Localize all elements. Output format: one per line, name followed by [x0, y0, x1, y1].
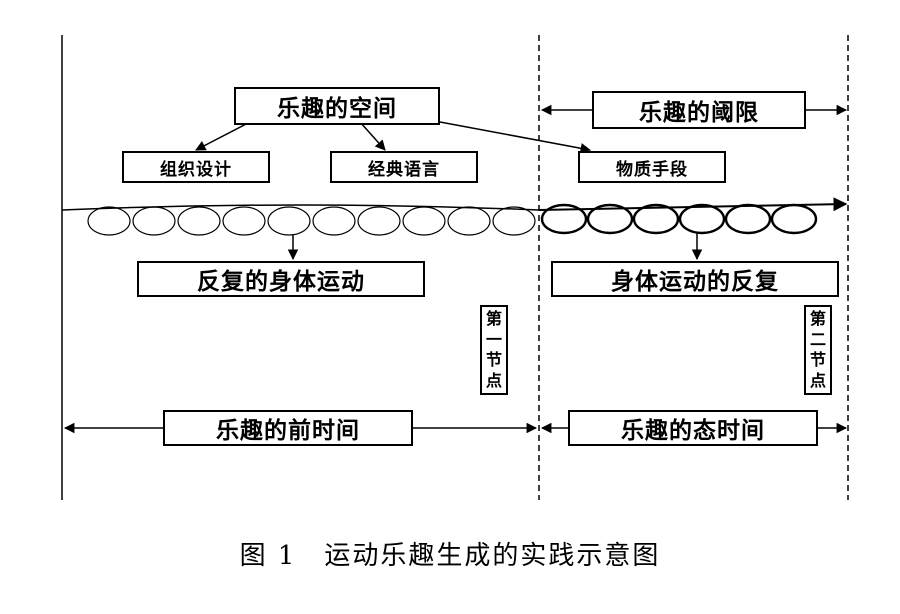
- coil-loop: [312, 206, 356, 236]
- coil-loop: [447, 206, 491, 236]
- coil-loop: [586, 203, 634, 235]
- pre-time-box: 乐趣的前时间: [163, 410, 413, 446]
- coil-loop: [678, 203, 726, 235]
- coil-loop: [132, 206, 176, 236]
- coil-loop: [222, 206, 266, 236]
- coil-loop: [770, 203, 818, 235]
- repeated-motion-box: 反复的身体运动: [137, 261, 425, 297]
- coil-loop: [724, 203, 772, 235]
- second-node-char-1: 第: [809, 309, 826, 329]
- fun-space-box: 乐趣的空间: [234, 87, 440, 125]
- first-node-char-4: 点: [485, 370, 502, 390]
- arrow-to-material-means: [439, 121, 592, 154]
- arrow-to-org-design: [195, 121, 251, 151]
- coil-group-thin: [87, 206, 536, 236]
- state-time-box: 乐趣的态时间: [568, 410, 818, 446]
- first-node-char-1: 第: [485, 309, 502, 329]
- first-node-box: 第 一 节 点: [480, 305, 508, 395]
- coil-loop: [87, 206, 131, 236]
- fun-threshold-box: 乐趣的阈限: [592, 91, 806, 129]
- motion-repetition-box: 身体运动的反复: [551, 261, 839, 297]
- coil-loop: [357, 206, 401, 236]
- coil-loop: [267, 206, 311, 236]
- second-node-char-3: 节: [809, 350, 826, 370]
- coil-loop: [402, 206, 446, 236]
- first-node-char-3: 节: [485, 350, 502, 370]
- arrow-to-classic-language: [359, 121, 386, 151]
- material-means-box: 物质手段: [578, 151, 726, 183]
- second-node-box: 第 二 节 点: [804, 305, 832, 395]
- figure-caption: 图 1 运动乐趣生成的实践示意图: [239, 541, 661, 571]
- classic-language-box: 经典语言: [330, 151, 478, 183]
- first-node-char-2: 一: [485, 329, 502, 349]
- coil-loop: [540, 203, 588, 235]
- org-design-box: 组织设计: [122, 151, 270, 183]
- coil-loop: [632, 203, 680, 235]
- coil-loop: [177, 206, 221, 236]
- second-node-char-4: 点: [809, 370, 826, 390]
- coil-group-thick: [540, 203, 818, 235]
- second-node-char-2: 二: [809, 329, 826, 349]
- coil-loop: [492, 206, 536, 236]
